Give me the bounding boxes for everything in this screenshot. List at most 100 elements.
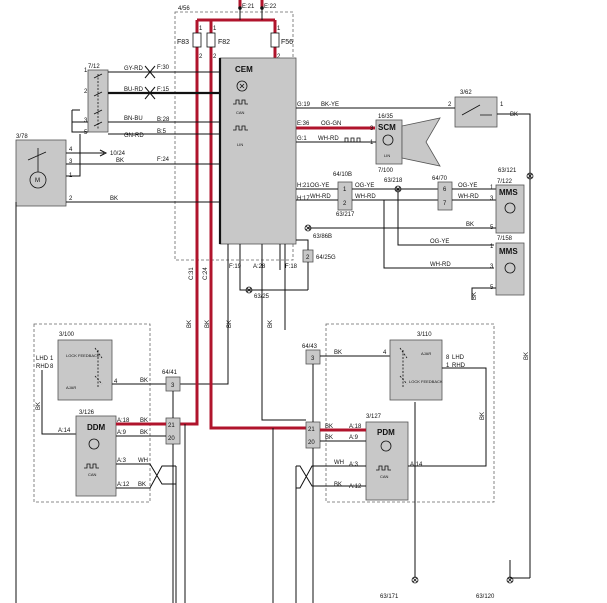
pdm-pin-a14: A:14 [410,462,423,468]
ref-64-70: 64/70 [432,176,448,182]
svg-text:BK: BK [334,482,342,488]
svg-text:21: 21 [168,423,175,429]
ref-7-100: 7/100 [378,168,394,174]
svg-text:21: 21 [308,427,315,433]
svg-text:1: 1 [446,363,450,369]
svg-text:3: 3 [69,159,73,165]
svg-text:BK: BK [325,424,333,430]
ref-64-43: 64/43 [302,344,318,350]
svg-text:2: 2 [277,54,281,60]
svg-text:5: 5 [84,130,88,136]
svg-text:6: 6 [443,187,447,193]
cem-pin-f15: F:15 [157,87,170,93]
ddm-can-label: CAN [88,472,97,477]
svg-text:BK: BK [187,320,193,328]
svg-text:2: 2 [69,196,73,202]
svg-text:3: 3 [171,383,175,389]
svg-text:BK: BK [480,412,486,420]
svg-text:2: 2 [213,54,217,60]
cem-pin-g1: G:1 [297,136,307,142]
wire-og-ye-4: OG-YE [458,183,477,189]
svg-text:7: 7 [443,201,447,207]
cem-pin-h21: H:21 [297,183,310,189]
svg-text:2: 2 [199,54,203,60]
cem-pin-a28: A:28 [253,264,266,270]
pdm-enclosure [325,323,495,503]
svg-text:BK: BK [116,158,124,164]
svg-text:BK: BK [36,402,42,410]
svg-text:4: 4 [383,350,387,356]
ref-64-41: 64/41 [162,370,178,376]
mms-7-158: 7/158 MMS [495,236,525,296]
svg-text:3: 3 [370,126,374,132]
pdm-can-label: CAN [380,474,389,479]
wire-wh-rd-2: WH-RD [355,194,376,200]
cem-pin-f19: F:19 [229,264,242,270]
svg-text:4: 4 [114,379,118,385]
pdm-ajar: AJAR [421,351,431,356]
e21-label: E:21 [242,4,255,10]
fuse-f56-label: F56 [281,39,293,46]
motor-3-78: 3/78 M [15,134,67,207]
wire-wh-rd-3: WH-RD [430,262,451,268]
ddm-rhd: RHD [36,364,50,370]
wire-gn-rd: GN-RD [124,133,144,139]
ref-64-25g: 64/25G [316,255,336,261]
svg-text:8: 8 [50,364,54,370]
svg-text:BK: BK [138,482,146,488]
wire-gy-rd: GY-RD [124,66,143,72]
ref-7-12: 7/12 [88,64,100,70]
svg-text:1: 1 [277,26,281,32]
ddm-ajar: AJAR [66,385,76,390]
svg-text:BK: BK [140,430,148,436]
svg-text:8: 8 [446,355,450,361]
ref-3-100: 3/100 [59,332,75,338]
svg-text:20: 20 [168,436,175,442]
ref-63-218: 63/218 [384,178,403,184]
svg-text:1: 1 [84,68,88,74]
fuse-f83: F83 [177,32,202,48]
svg-text:3: 3 [311,356,315,362]
svg-text:BK: BK [466,222,474,228]
cem-pin-h17: H:17 [297,196,310,202]
svg-text:2: 2 [84,89,88,95]
wire-bk-ye: BK-YE [321,102,339,108]
pdm-lock-feedback: LOCK FEEDBACK [409,379,443,384]
svg-text:BK: BK [524,352,530,360]
ref-16-35: 16/35 [378,114,394,120]
ddm-module: 3/126 DDM CAN [75,410,117,497]
pdm-pin-a12: A:12 [349,484,362,490]
e22-label: E:22 [264,4,277,10]
mms-7-122: 7/122 MMS [495,179,525,234]
svg-text:1: 1 [343,187,347,193]
svg-text:20: 20 [308,440,315,446]
svg-text:1: 1 [490,244,494,250]
ref-63-217: 63/217 [336,212,355,218]
ref-10-24: 10/24 [110,151,126,157]
cem-pin-b28: B:28 [157,117,170,123]
wire-og-ye-3: OG-YE [430,239,449,245]
motor-symbol: M [35,178,40,184]
svg-text:1: 1 [50,356,54,362]
ref-63-121: 63/121 [498,168,517,174]
cem-pin-f24: F:24 [157,157,170,163]
cem-pin-f18: F:18 [285,264,298,270]
svg-text:4: 4 [69,147,73,153]
ddm-pin-a9: A:9 [117,430,127,436]
pdm-wire-wh: WH [334,460,344,466]
pdm-name: PDM [377,428,395,437]
wire-wh-rd-4: WH-RD [458,194,479,200]
pdm-lhd: LHD [452,355,465,361]
fuse-f82-label: F82 [218,39,230,46]
svg-text:BK: BK [140,378,148,384]
scm-lin-label: LIN [384,153,390,158]
cem-pin-g19: G:19 [297,102,311,108]
pdm-pin-a9: A:9 [349,435,359,441]
ddm-lhd: LHD [36,356,49,362]
ref-63-86b: 63/86B [313,234,332,240]
wire-wh-rd-lin: WH-RD [318,136,339,142]
switch-3-62: 3/62 [454,90,498,128]
svg-text:BK: BK [110,196,118,202]
ref-63-120: 63/120 [476,594,495,600]
